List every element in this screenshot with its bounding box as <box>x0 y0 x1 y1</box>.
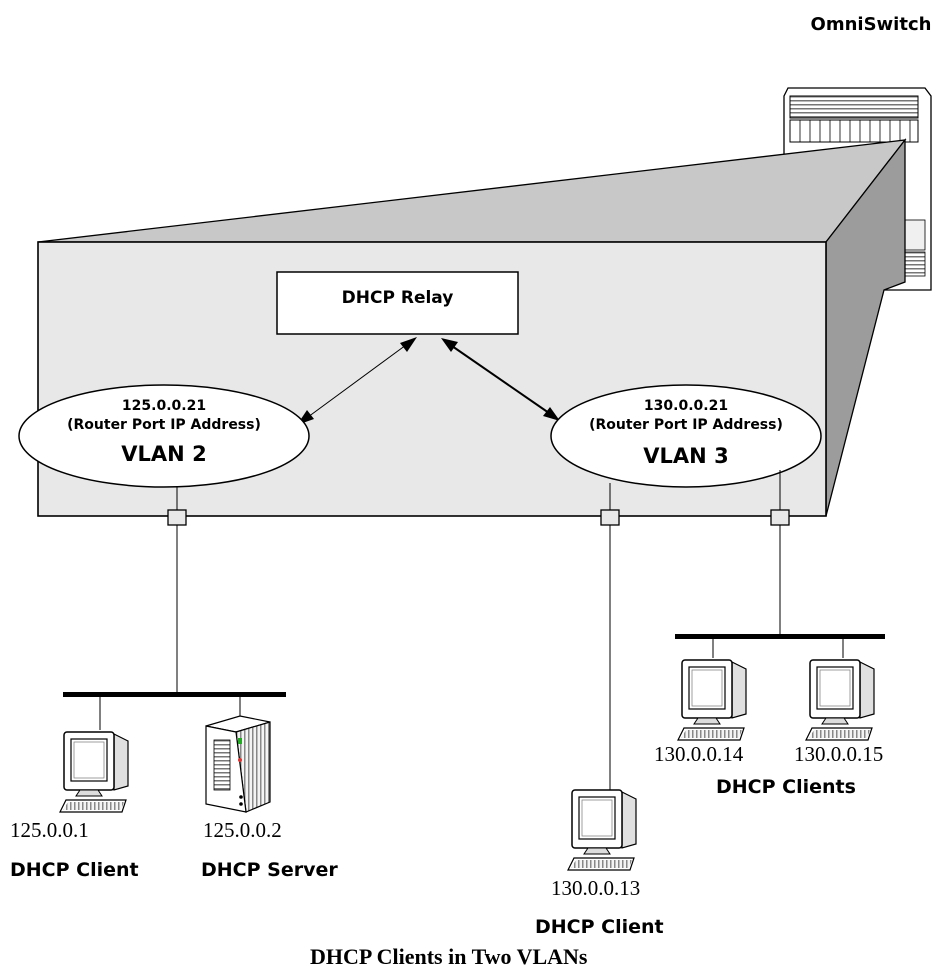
client15-ip: 130.0.0.15 <box>794 742 884 766</box>
port-vlan2 <box>167 509 187 526</box>
client-130-0-0-15-computer-icon <box>805 659 875 741</box>
vlan2-segment-bus <box>63 692 286 697</box>
client-125-0-0-1-computer-icon <box>59 731 129 813</box>
client1-ip: 125.0.0.1 <box>10 818 89 842</box>
vlan2-name: VLAN 2 <box>121 442 207 466</box>
dhcp-relay-label: DHCP Relay <box>341 288 454 308</box>
vlan3-segment-bus <box>675 634 885 639</box>
vlan3-desc: (Router Port IP Address) <box>589 417 783 433</box>
relay-vlan3-arrow <box>441 338 560 421</box>
omniswitch-label: OmniSwitch <box>810 14 932 35</box>
dhcp-relay-box <box>276 271 519 335</box>
vlan2-desc: (Router Port IP Address) <box>67 417 261 433</box>
port-vlan3-b <box>770 509 790 526</box>
port-vlan3-a <box>600 509 620 526</box>
client-130-0-0-13-computer-icon <box>567 789 637 871</box>
zoom-projection-top <box>37 139 907 243</box>
port-links <box>176 470 781 510</box>
server-ip: 125.0.0.2 <box>203 818 282 842</box>
server-role: DHCP Server <box>201 859 338 881</box>
client1-role: DHCP Client <box>10 859 139 881</box>
vlan3-name: VLAN 3 <box>643 444 729 468</box>
vlan2-ellipse <box>18 384 310 488</box>
client-130-0-0-14-computer-icon <box>677 659 747 741</box>
cables <box>99 525 844 790</box>
client13-ip: 130.0.0.13 <box>551 876 641 900</box>
client14-ip: 130.0.0.14 <box>654 742 744 766</box>
dhcp-server-tower-icon <box>205 715 271 813</box>
client13-role: DHCP Client <box>535 916 664 938</box>
clients-group-role: DHCP Clients <box>716 776 856 798</box>
vlan3-ellipse <box>550 384 822 488</box>
vlan3-ip: 130.0.0.21 <box>643 398 729 414</box>
vlan2-ip: 125.0.0.21 <box>121 398 207 414</box>
figure-caption: DHCP Clients in Two VLANs <box>310 944 588 969</box>
